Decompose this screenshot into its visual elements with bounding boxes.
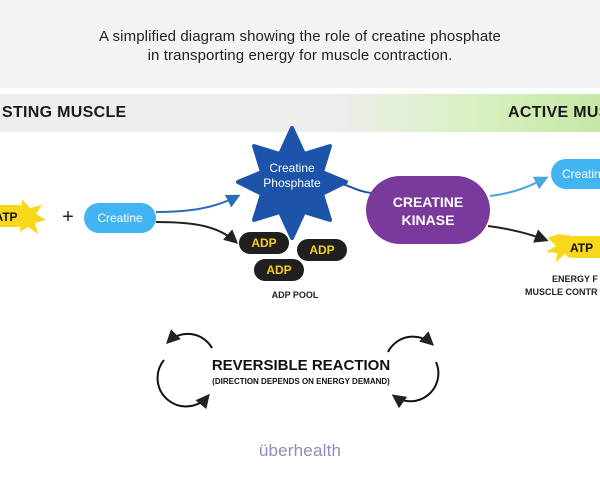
caption-line-1: A simplified diagram showing the role of… — [99, 28, 501, 45]
right-creatine-text: Creatin — [562, 167, 600, 181]
left-atp-badge: ATP — [0, 199, 46, 234]
creatine-phosphate-line-1: Creatine — [269, 161, 315, 175]
energy-label-line-1: ENERGY F — [552, 274, 598, 284]
creatine-phosphate-star: Creatine Phosphate — [236, 126, 348, 240]
energy-label-line-2: MUSCLE CONTR — [525, 287, 598, 297]
cycle-arrows-right-icon — [387, 331, 440, 409]
arrow-to-adp-pool — [155, 221, 239, 244]
adp-pool-label: ADP POOL — [272, 290, 319, 300]
resting-muscle-label: STING MUSCLE — [2, 104, 127, 121]
muscle-state-band — [0, 94, 600, 132]
adp-text-2: ADP — [309, 243, 334, 257]
reversible-reaction-subtitle: (DIRECTION DEPENDS ON ENERGY DEMAND) — [212, 377, 390, 386]
arrow-to-right-atp — [487, 225, 549, 243]
left-creatine-text: Creatine — [97, 211, 143, 225]
link-phosphate-to-kinase — [339, 182, 373, 194]
header-panel — [0, 0, 600, 88]
left-atp-text: ATP — [0, 210, 18, 224]
adp-pill-2: ADP — [297, 239, 347, 261]
left-creatine-pill: Creatine — [84, 203, 156, 233]
kinase-line-1: CREATINE — [393, 194, 464, 210]
right-creatine-pill: Creatin — [551, 159, 600, 189]
reversible-reaction-title: REVERSIBLE REACTION — [212, 357, 390, 374]
right-atp-badge: ATP — [546, 234, 600, 262]
cycle-arrows-left-icon — [156, 329, 213, 410]
right-atp-text: ATP — [570, 241, 593, 255]
arrow-to-creatine-phosphate — [155, 194, 241, 213]
adp-pill-3: ADP — [254, 259, 304, 281]
plus-sign: + — [62, 206, 74, 228]
arrow-to-right-creatine — [489, 176, 549, 197]
kinase-line-2: KINASE — [402, 212, 455, 228]
active-muscle-label: ACTIVE MUS — [508, 104, 600, 121]
adp-text-3: ADP — [266, 263, 291, 277]
adp-text-1: ADP — [251, 236, 276, 250]
caption-line-2: in transporting energy for muscle contra… — [147, 47, 453, 64]
creatine-kinase-enzyme: CREATINE KINASE — [366, 176, 490, 244]
adp-pill-1: ADP — [239, 232, 289, 254]
uberhealth-logo: überhealth — [258, 441, 342, 460]
creatine-phosphate-line-2: Phosphate — [263, 176, 321, 190]
